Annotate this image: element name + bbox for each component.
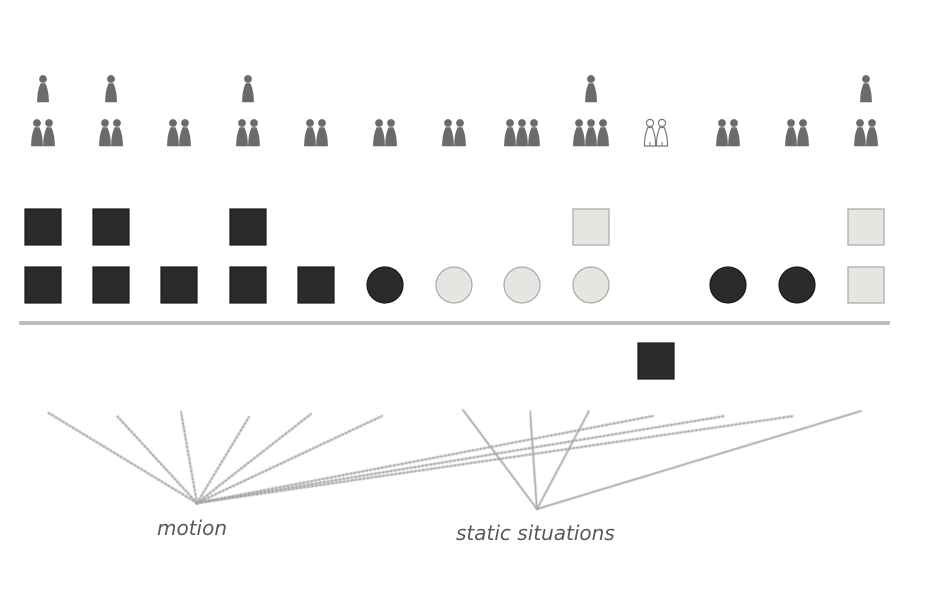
bottom-figure-col-7-1 [442,119,454,147]
bottom-shape-col-7 [435,266,473,304]
static-line-1 [462,409,538,510]
top-figure-col-1 [37,75,49,103]
bottom-figure-col-9-3 [597,119,609,147]
top-shape-col-13 [847,208,885,246]
bottom-figure-col-8-2 [516,119,528,147]
bottom-shape-col-2 [92,266,130,304]
bottom-figure-col-12-2 [797,119,809,147]
bottom-figure-col-4-2 [248,119,260,147]
bottom-shape-col-6 [366,266,404,304]
bottom-shape-col-11 [709,266,747,304]
motion-line-7 [195,414,655,505]
connection-lines [45,409,862,510]
baseline-divider [19,321,890,325]
bottom-figure-col-8-3 [528,119,540,147]
shape-rows [24,208,885,380]
bottom-figure-col-2-2 [111,119,123,147]
motion-line-2 [115,414,199,505]
bottom-figure-col-5-2 [316,119,328,147]
bottom-shape-col-3 [160,266,198,304]
bottom-figure-col-5-1 [304,119,316,147]
motion-line-9 [195,414,796,505]
motion-line-6 [195,414,384,505]
bottom-figure-col-2-1 [99,119,111,147]
bottom-shape-col-12 [778,266,816,304]
bottom-figure-col-11-2 [728,119,740,147]
static-line-2 [529,410,538,510]
motion-line-4 [195,415,251,505]
motion-line-8 [195,414,727,505]
bottom-figure-col-3-1 [167,119,179,147]
bottom-shape-col-8 [503,266,541,304]
motion-line-1 [45,410,199,505]
bottom-figure-col-13-2 [866,119,878,147]
figure-rows [31,75,878,147]
top-figure-col-9 [585,75,597,103]
bottom-shape-col-5 [297,266,335,304]
top-figure-col-13 [860,75,872,103]
bottom-figure-col-9-1 [573,119,585,147]
bottom-figure-col-4-1 [236,119,248,147]
static-line-3 [536,410,590,510]
bottom-figure-col-13-1 [854,119,866,147]
top-figure-col-2 [105,75,117,103]
bottom-figure-col-1-2 [43,119,55,147]
top-shape-col-1 [24,208,62,246]
motion-label: motion [157,516,228,540]
bottom-figure-col-1-1 [31,119,43,147]
top-shape-col-2 [92,208,130,246]
static-situations-label: static situations [456,521,615,545]
motion-line-3 [179,410,199,505]
bottom-figure-col-10-2 [655,118,669,147]
top-shape-col-4 [229,208,267,246]
bottom-shape-col-4 [229,266,267,304]
bottom-shape-col-1 [24,266,62,304]
bottom-figure-col-6-1 [373,119,385,147]
bottom-figure-col-11-1 [716,119,728,147]
bottom-figure-col-9-2 [585,119,597,147]
bottom-figure-col-10-1 [643,118,657,147]
bottom-figure-col-6-2 [385,119,397,147]
below-shape-col-10 [637,342,675,380]
top-shape-col-9 [572,208,610,246]
bottom-figure-col-8-1 [504,119,516,147]
bottom-figure-col-12-1 [785,119,797,147]
static-line-4 [536,410,862,510]
motion-line-5 [195,412,313,505]
bottom-shape-col-9 [572,266,610,304]
top-figure-col-4 [242,75,254,103]
bottom-shape-col-13 [847,266,885,304]
bottom-figure-col-3-2 [179,119,191,147]
bottom-figure-col-7-2 [454,119,466,147]
